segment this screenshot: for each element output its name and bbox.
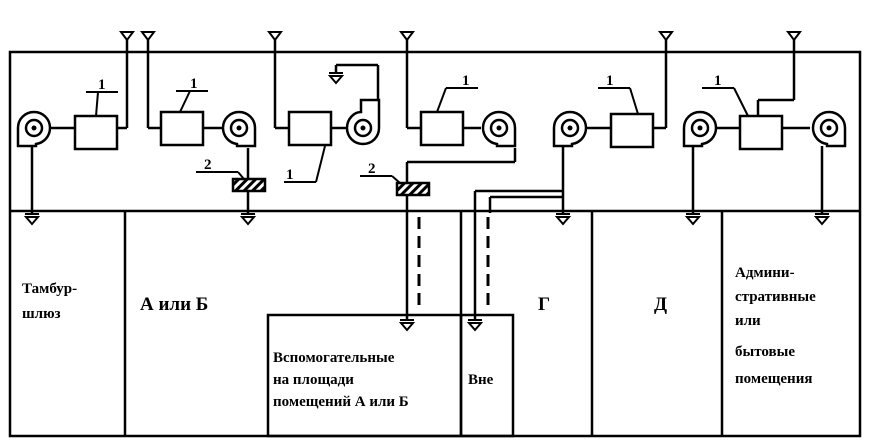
room-g: Г xyxy=(538,294,550,315)
label-item1-b: 1 xyxy=(190,76,198,92)
room-aux-line3: помещений А или Б xyxy=(273,394,409,410)
room-tambur-line2: шлюз xyxy=(22,306,61,322)
room-admin-line1: Админи- xyxy=(735,265,795,281)
room-tambur-line1: Тамбур- xyxy=(22,281,77,297)
item-labels: 1 1 1 1 1 1 2 2 xyxy=(98,73,722,183)
roof-vents xyxy=(120,31,801,41)
label-item1-f: 1 xyxy=(714,73,722,89)
room-admin-line3: или xyxy=(735,313,761,329)
filters xyxy=(73,110,784,151)
dashed-ducts xyxy=(417,217,490,312)
room-labels: Тамбур- шлюз А или Б Г Д Админи- стратив… xyxy=(22,265,816,410)
label-item1-e: 1 xyxy=(606,73,614,89)
room-admin-line5: помещения xyxy=(735,371,812,387)
leader-lines xyxy=(86,87,749,184)
label-item1-a: 1 xyxy=(98,77,106,93)
label-item2-a: 2 xyxy=(204,157,212,173)
building-outline xyxy=(8,50,862,438)
label-item2-b: 2 xyxy=(368,161,376,177)
ducts xyxy=(30,40,824,320)
room-a-or-b: А или Б xyxy=(140,294,208,315)
label-item1-d: 1 xyxy=(462,73,470,89)
room-outside: Вне xyxy=(468,372,494,388)
room-d: Д xyxy=(654,294,667,315)
valves xyxy=(231,177,431,197)
room-aux-line1: Вспомогательные xyxy=(273,350,395,366)
label-item1-c: 1 xyxy=(286,167,294,183)
room-aux-line2: на площади xyxy=(273,372,354,388)
room-admin-line4: бытовые xyxy=(735,344,795,360)
room-admin-line2: стративные xyxy=(735,289,816,305)
